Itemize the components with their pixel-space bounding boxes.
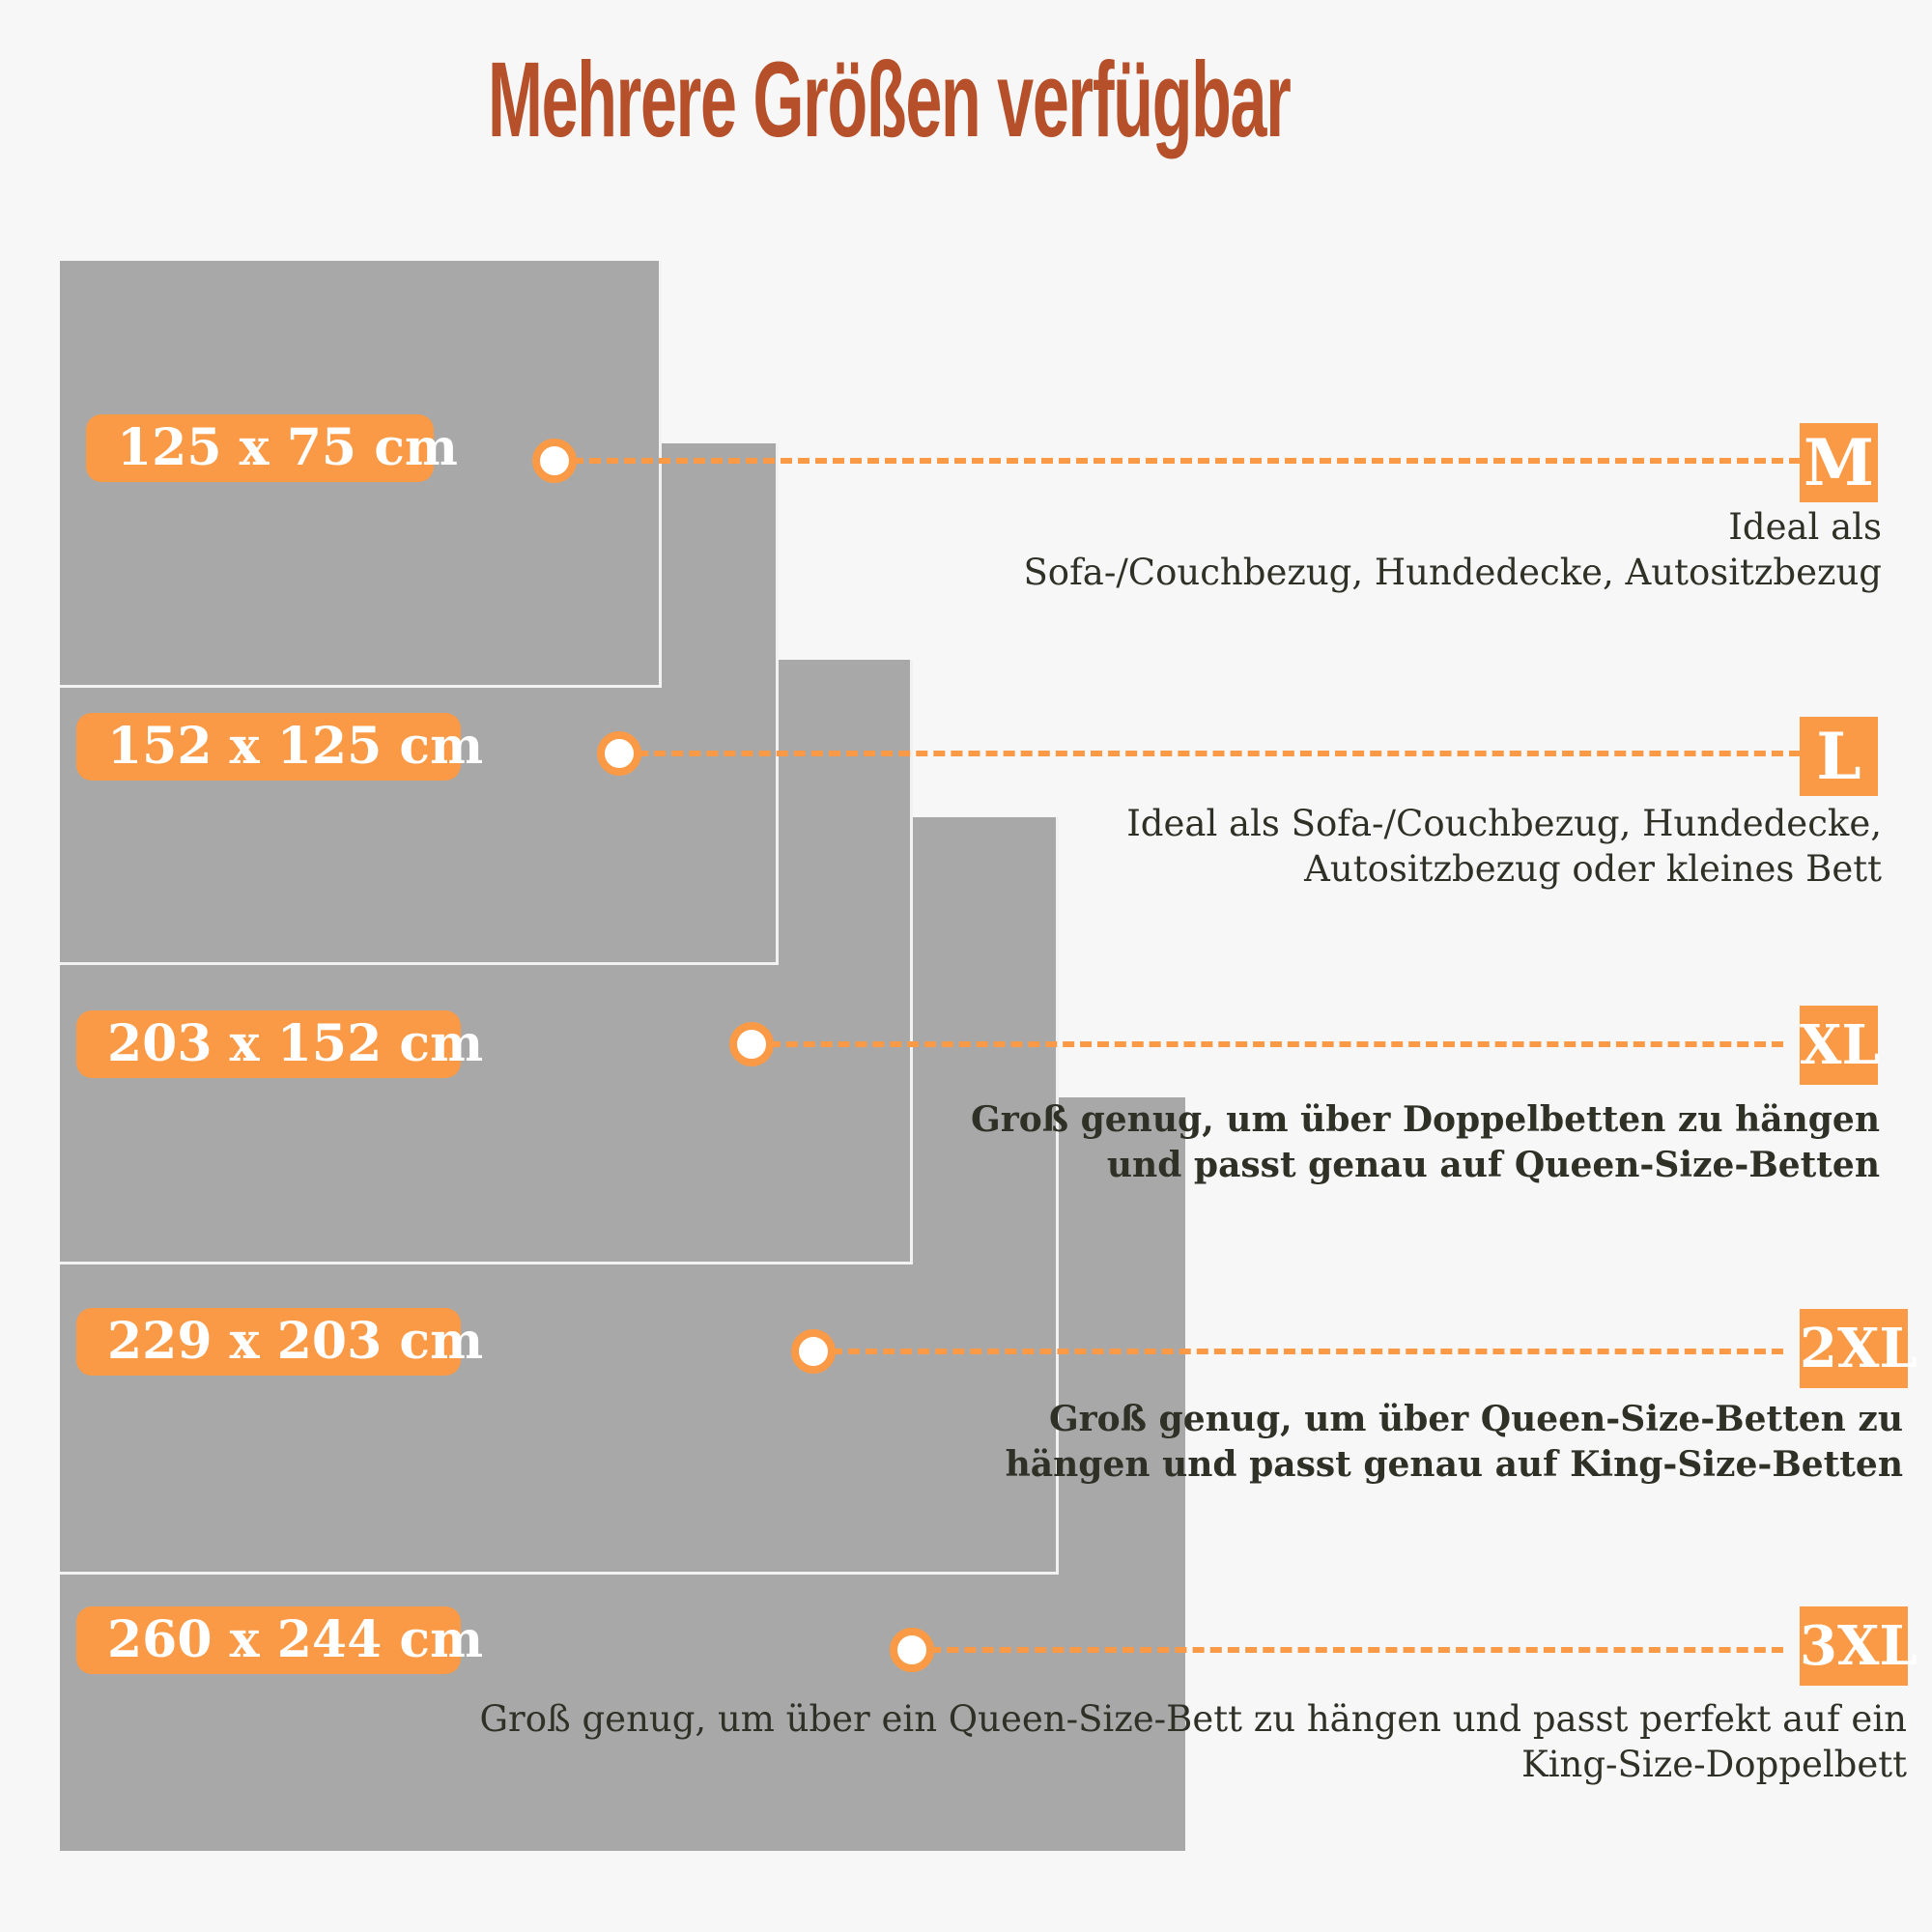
page-title: Mehrere Größen verfügbar [488,41,1292,159]
size-m-badge: M [1800,423,1878,502]
size-l-connector [619,751,1801,756]
size-3xl-description: Groß genug, um über ein Queen-Size-Bett … [479,1698,1908,1785]
size-3xl-dot [890,1628,934,1672]
size-xl-badge: XL [1800,1006,1880,1085]
size-m-description: Ideal als Sofa-/Couchbezug, Hundedecke, … [1023,506,1882,593]
size-l-dimension: 152 x 125 cm [76,713,483,781]
size-2xl-description: Groß genug, um über Queen-Size-Betten zu… [1005,1399,1903,1485]
size-xl-dimension: 203 x 152 cm [76,1010,483,1078]
size-xl-connector [752,1041,1783,1047]
size-l-dot [597,731,641,776]
size-3xl-badge: 3XL [1800,1606,1918,1686]
size-m-dimension: 125 x 75 cm [86,414,458,482]
size-m-dot [532,439,577,483]
size-m-connector [554,458,1801,464]
size-2xl-dimension: 229 x 203 cm [76,1308,483,1376]
size-xl-dot [729,1022,774,1066]
size-3xl-connector [912,1647,1783,1653]
size-2xl-dot [791,1329,836,1374]
size-2xl-connector [813,1349,1783,1354]
size-l-description: Ideal als Sofa-/Couchbezug, Hundedecke, … [1126,803,1882,890]
size-3xl-dimension: 260 x 244 cm [76,1606,483,1674]
size-2xl-badge: 2XL [1800,1309,1918,1388]
size-xl-description: Groß genug, um über Doppelbetten zu häng… [971,1099,1880,1185]
size-l-badge: L [1800,717,1878,796]
